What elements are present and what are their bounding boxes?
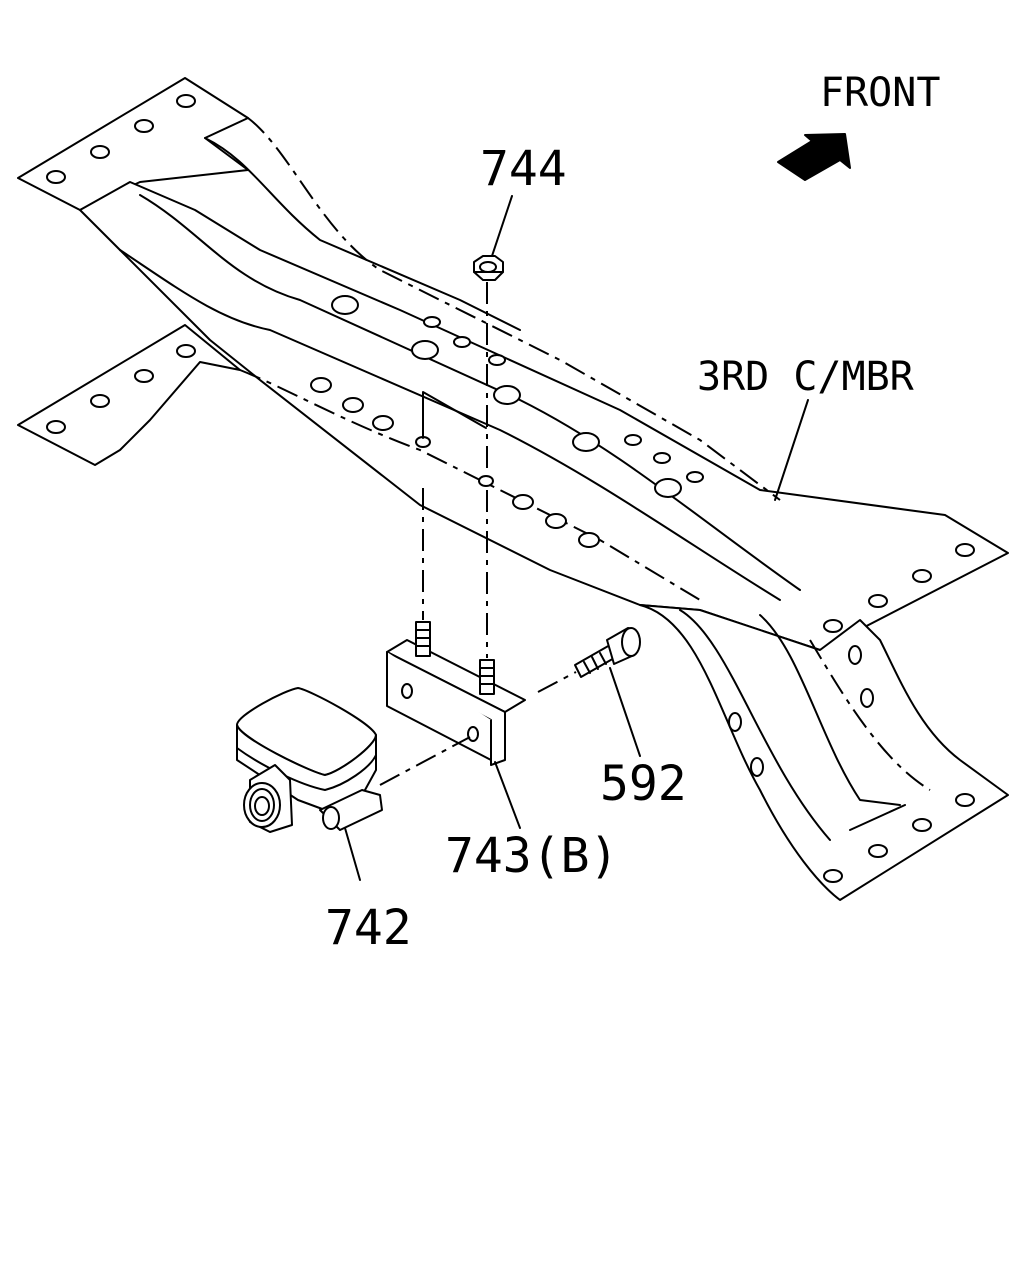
hole [372, 415, 394, 431]
hole [310, 377, 332, 393]
hole [411, 340, 439, 360]
hole [545, 513, 567, 529]
leader-sensor-to-bracket [379, 736, 471, 786]
hole [46, 420, 66, 434]
leader-743b [494, 761, 521, 829]
crossmember-right-flange-line-1 [679, 609, 831, 841]
crossmember-hidden-edge-top [247, 117, 781, 501]
sensor-connector [243, 764, 293, 833]
nut-744 [473, 255, 504, 281]
hole [868, 594, 888, 608]
hole [955, 543, 975, 557]
leader-744 [491, 195, 513, 257]
hole [493, 385, 521, 405]
bracket-stud-right [479, 659, 495, 695]
hole [423, 316, 441, 328]
front-arrow-icon [777, 133, 851, 181]
crossmember-left-lower-flange [17, 324, 241, 466]
crossmember-hidden-edge-bottom [239, 369, 701, 601]
hole [512, 494, 534, 510]
hole [823, 869, 843, 883]
hole [331, 295, 359, 315]
crossmember-inner-line-2 [119, 249, 781, 601]
hole [453, 336, 471, 348]
hole [860, 688, 874, 708]
part-number-592: 592 [600, 756, 687, 812]
hole [176, 344, 196, 358]
crossmember-right-flange-hidden [809, 639, 931, 791]
crossmember-upper-edge [204, 137, 521, 331]
crossmember-right-bottom-edge [849, 804, 906, 831]
part-number-742: 742 [325, 900, 412, 956]
crossmember-body [79, 181, 1009, 651]
mounting-hole-right [478, 475, 494, 487]
hole [750, 757, 764, 777]
hole [572, 432, 600, 452]
hole [176, 94, 196, 108]
hole [488, 354, 506, 366]
hole [912, 569, 932, 583]
hole [578, 532, 600, 548]
bolt-592 [574, 627, 641, 678]
hole [868, 844, 888, 858]
leader-bolt-to-bracket [537, 671, 577, 693]
leader-3rd-cmbr [774, 399, 809, 501]
stud-marker [422, 391, 487, 439]
hole [46, 170, 66, 184]
crossmember-inner-line-1 [139, 194, 801, 591]
crossmember-right-flange-line-2 [759, 614, 901, 806]
crossmember [17, 77, 1009, 901]
hole [653, 452, 671, 464]
hole [848, 645, 862, 665]
hole [134, 119, 154, 133]
crossmember-label: 3RD C/MBR [697, 354, 915, 400]
sensor-body [236, 724, 377, 811]
hole [728, 712, 742, 732]
hole [654, 478, 682, 498]
hole [912, 818, 932, 832]
hole [90, 145, 110, 159]
hole [342, 397, 364, 413]
part-number-744: 744 [480, 141, 567, 197]
leader-742 [344, 827, 361, 881]
hole [955, 793, 975, 807]
hole [134, 369, 154, 383]
hole [624, 434, 642, 446]
leader-592 [609, 667, 641, 757]
hole [686, 471, 704, 483]
bracket-stud-left [415, 621, 431, 657]
crossmember-right-lower-flange [639, 604, 1009, 901]
bracket-743b [386, 621, 526, 766]
front-label: FRONT [820, 70, 940, 116]
hole [823, 619, 843, 633]
sensor-742 [236, 687, 383, 833]
hole [90, 394, 110, 408]
bracket-side-face [386, 652, 492, 761]
part-number-743b: 743(B) [445, 828, 618, 884]
